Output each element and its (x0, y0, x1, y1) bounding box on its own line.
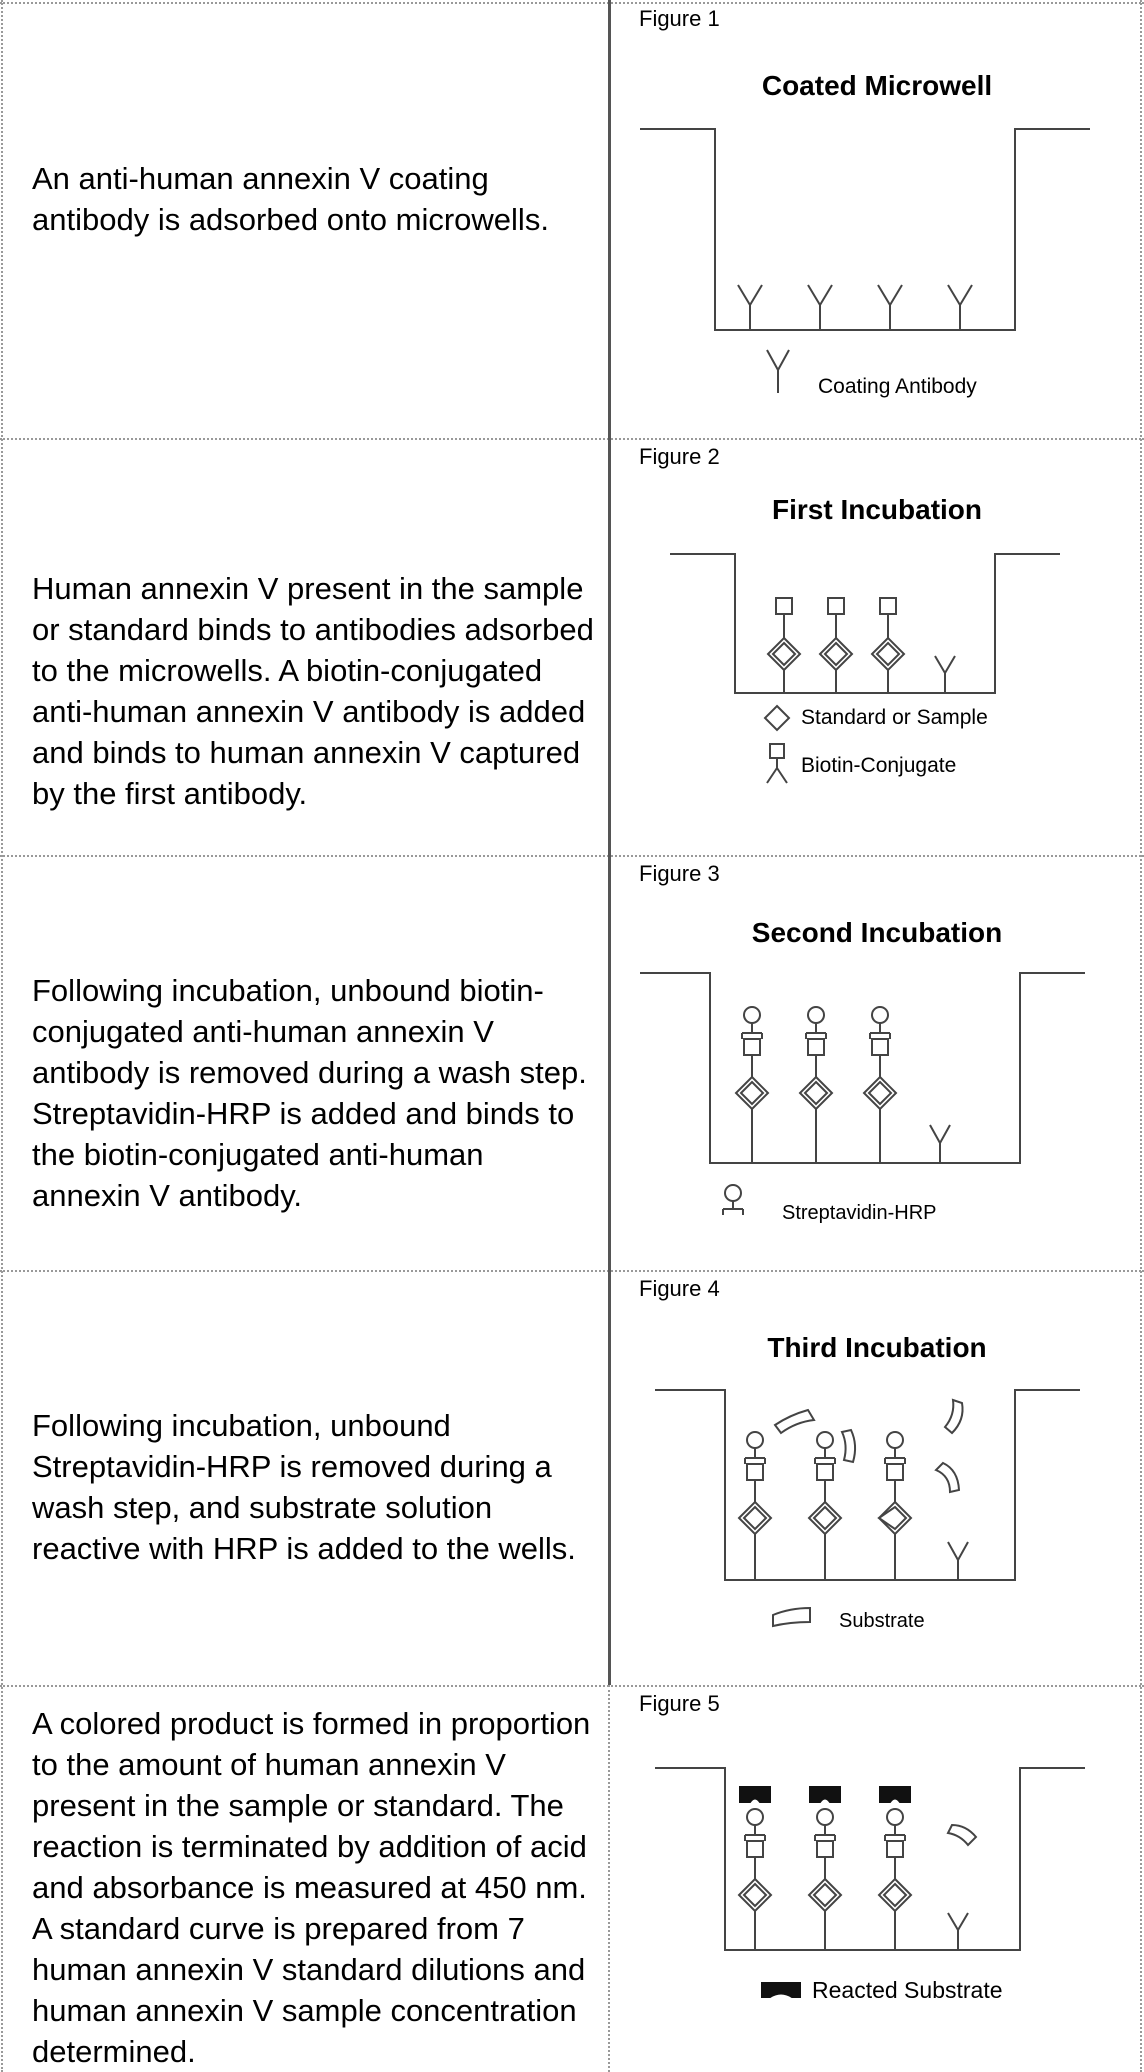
legend-substrate: Substrate (839, 1610, 925, 1632)
antibody-complex (734, 1006, 770, 1163)
step-description: An anti-human annexin V coating antibody… (32, 161, 549, 237)
row-divider (0, 1270, 1144, 1272)
antibody-complex (818, 597, 854, 693)
step-description-cell: A colored product is formed in proportio… (0, 1685, 610, 2072)
row-divider (0, 438, 1144, 440)
antibody-complex (766, 597, 802, 693)
row-divider (0, 2, 1144, 4)
figure-cell: Figure 3 Second Incubation (610, 855, 1144, 1270)
figure-title: First Incubation (772, 494, 982, 525)
substrate-icon (772, 1606, 811, 1628)
column-divider (608, 1685, 610, 2072)
microwell-diagram (640, 972, 1085, 1215)
table-right-border (1140, 0, 1142, 2072)
antibody-complex (862, 1006, 898, 1163)
standard-or-sample-icon (763, 704, 791, 732)
coating-antibody-icon (766, 349, 790, 393)
row-divider (0, 1685, 1144, 1687)
microwell-diagram (670, 553, 1060, 784)
step-description-cell: Human annexin V present in the sample or… (0, 438, 610, 855)
microwell-diagram (655, 1767, 1085, 1998)
coating-antibody (947, 1541, 969, 1580)
figure-label: Figure 3 (639, 861, 720, 886)
antibody-complex (877, 1786, 913, 1950)
step-description: A colored product is formed in proportio… (32, 1706, 591, 2069)
coating-antibody (947, 1912, 969, 1950)
figure-label: Figure 5 (639, 1691, 720, 1716)
step-row-1: An anti-human annexin V coating antibody… (0, 0, 1144, 438)
step-row-4: Following incubation, unbound Streptavid… (0, 1270, 1144, 1685)
figure-cell: Figure 5 (610, 1685, 1144, 2072)
antibody-complex (870, 597, 906, 693)
streptavidin-hrp-icon (722, 1184, 744, 1215)
legend-biotin-conjugate: Biotin-Conjugate (801, 754, 957, 777)
antibody-complex (737, 1431, 773, 1580)
antibody-complex (807, 1431, 843, 1580)
microwell-diagram (655, 1389, 1080, 1628)
substrate-molecule (773, 1398, 964, 1494)
step-row-3: Following incubation, unbound biotin-con… (0, 855, 1144, 1270)
step-description-cell: Following incubation, unbound Streptavid… (0, 1270, 610, 1685)
figure-title: Third Incubation (767, 1332, 987, 1363)
coating-antibody (934, 655, 956, 693)
substrate-molecule (946, 1823, 978, 1847)
figure-label: Figure 1 (639, 6, 720, 31)
coating-antibody (737, 284, 763, 330)
figure-title: Second Incubation (751, 917, 1003, 948)
step-row-5: A colored product is formed in proportio… (0, 1685, 1144, 2072)
figure-cell: Figure 2 First Incubation Stand (610, 438, 1144, 855)
antibody-complex (877, 1431, 913, 1580)
legend-coating-antibody: Coating Antibody (818, 375, 977, 398)
row-divider (0, 855, 1144, 857)
table-left-border (1, 0, 3, 2072)
legend-reacted-substrate: Reacted Substrate (812, 1977, 1003, 2003)
figure-title: Coated Microwell (761, 70, 993, 101)
step-description: Following incubation, unbound Streptavid… (32, 1408, 576, 1566)
step-description-cell: An anti-human annexin V coating antibody… (0, 0, 610, 438)
coating-antibody (947, 284, 973, 330)
coating-antibody (877, 284, 903, 330)
microwell-diagram (640, 128, 1090, 393)
coating-antibody (807, 284, 833, 330)
biotin-conjugate-icon (766, 743, 788, 784)
antibody-complex (737, 1786, 773, 1950)
figure-label: Figure 2 (639, 444, 720, 469)
step-description-cell: Following incubation, unbound biotin-con… (0, 855, 610, 1270)
coating-antibody (929, 1124, 951, 1163)
step-row-2: Human annexin V present in the sample or… (0, 438, 1144, 855)
figure-label: Figure 4 (639, 1276, 720, 1301)
legend-standard-or-sample: Standard or Sample (801, 706, 988, 729)
figure-cell: Figure 1 Coated Microwell Coating Antibo… (610, 0, 1144, 438)
figure-cell: Figure 4 Third Incubation (610, 1270, 1144, 1685)
reacted-substrate-icon (761, 1982, 801, 1998)
step-description: Following incubation, unbound biotin-con… (32, 973, 587, 1213)
antibody-complex (798, 1006, 834, 1163)
column-divider (608, 0, 611, 1685)
antibody-complex (807, 1786, 843, 1950)
legend-streptavidin-hrp: Streptavidin-HRP (782, 1202, 937, 1224)
step-description: Human annexin V present in the sample or… (32, 571, 594, 811)
